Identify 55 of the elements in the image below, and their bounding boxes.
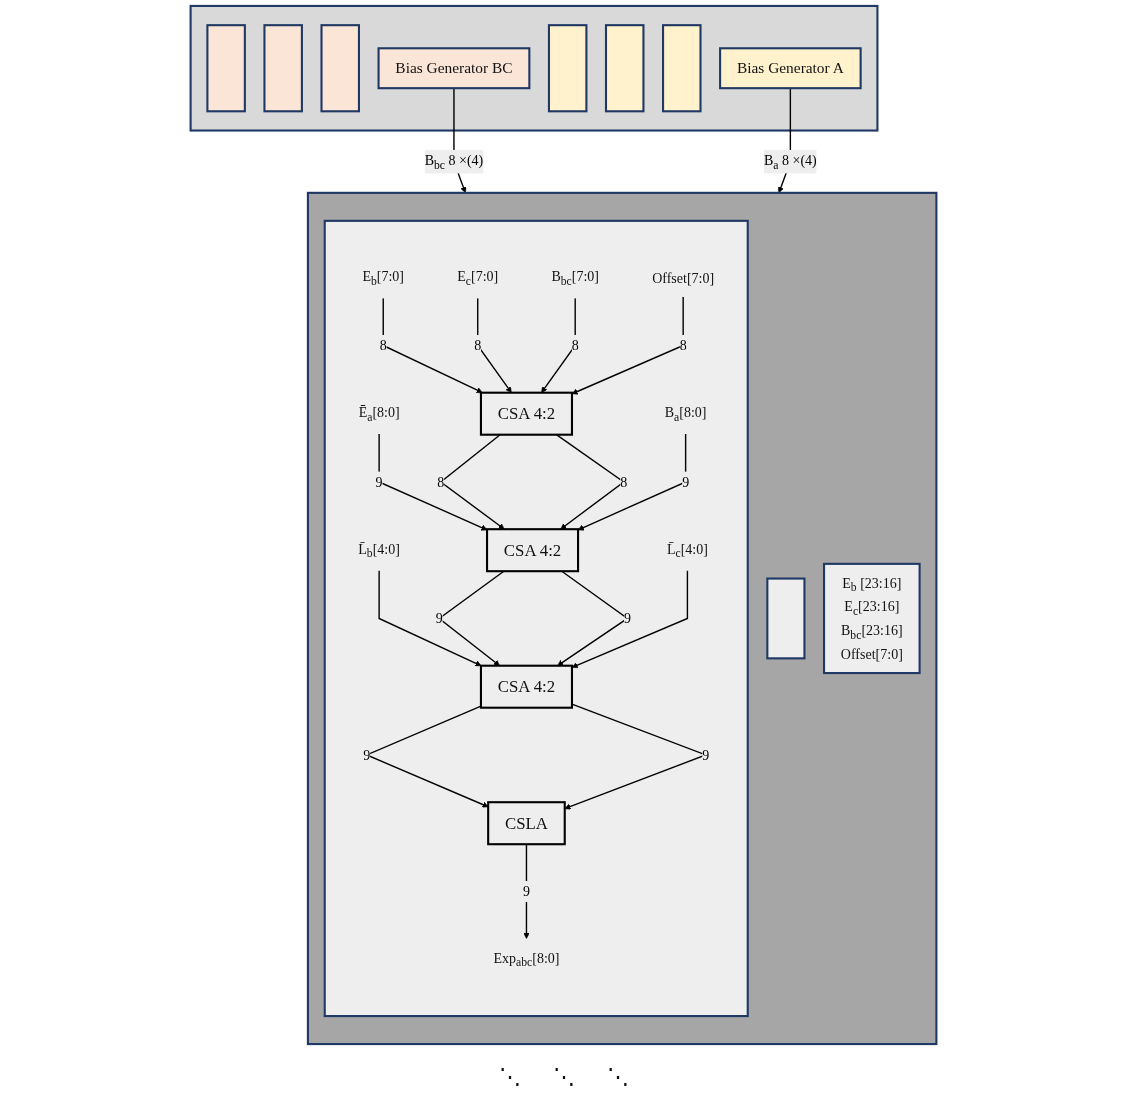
node-box (662, 24, 702, 113)
ellipsis-mark: ⋱ (605, 1064, 630, 1090)
node-text: E$_{b}$[7:0] (362, 268, 405, 288)
arrow (571, 296, 684, 395)
arrow (577, 433, 687, 531)
node-box (604, 24, 645, 113)
node-box: Bias Generator BC (377, 47, 531, 90)
node-box (766, 577, 806, 660)
arrow (364, 705, 489, 808)
edge-label: 9 (375, 474, 383, 490)
node-box (547, 24, 588, 113)
arrow (382, 297, 483, 394)
edge-label: 8 (437, 474, 445, 490)
edge-label: 9 (702, 747, 710, 763)
node-text: L̄$_{c}$[4:0] (666, 541, 708, 560)
node-text: B$_{bc}$[7:0] (551, 268, 599, 288)
node-box: CSA 4:2 (479, 664, 573, 709)
node-text: L̄$_{b}$[4:0] (358, 541, 400, 560)
arrow (541, 297, 576, 393)
node-box (320, 24, 360, 113)
edge-label: 8 (571, 337, 579, 354)
cluster (306, 191, 938, 1046)
edge-label: 9 (623, 610, 631, 627)
edge-label: B$_{bc}$ 8 ×(4) (424, 152, 484, 172)
ellipsis-mark: ⋱ (497, 1064, 522, 1090)
edge-label: 8 (679, 337, 687, 354)
node-text: E$_{c}$[7:0] (457, 268, 499, 288)
node-box: E$_{b}$ [23:16] E$_{c}$[23:16] B$_{bc}$[23:16] Offset[7:0] (823, 562, 921, 675)
edge-label: 9 (435, 610, 443, 627)
edge-label: 9 (682, 474, 690, 490)
arrow (378, 569, 482, 667)
node-box: CSLA (487, 801, 566, 846)
node-text: Offset[7:0] (652, 270, 715, 286)
node-text: Exp$_{abc}$[8:0] (493, 949, 560, 969)
arrow (439, 434, 505, 530)
node-text: Ē$_{a}$[8:0] (358, 404, 400, 424)
node-box: CSA 4:2 (479, 391, 573, 436)
edge-label: 8 (474, 337, 482, 354)
edge-label: 9 (522, 883, 530, 900)
node-text: B$_{a}$[8:0] (664, 404, 707, 424)
edge-label: 8 (620, 474, 628, 490)
edge-label: 8 (379, 337, 387, 354)
node-box (263, 24, 303, 113)
node-box (206, 24, 246, 113)
arrow (477, 297, 512, 393)
node-box: CSA 4:2 (486, 528, 580, 573)
arrow (564, 703, 708, 810)
edge-label: 9 (363, 747, 371, 763)
arrow (378, 433, 488, 531)
arrow (571, 569, 689, 669)
edge-label: B$_{a}$ 8 ×(4) (763, 152, 817, 172)
node-box: Bias Generator A (719, 47, 862, 90)
cluster (189, 4, 879, 132)
cluster (323, 219, 749, 1018)
ellipsis-mark: ⋱ (551, 1064, 576, 1090)
